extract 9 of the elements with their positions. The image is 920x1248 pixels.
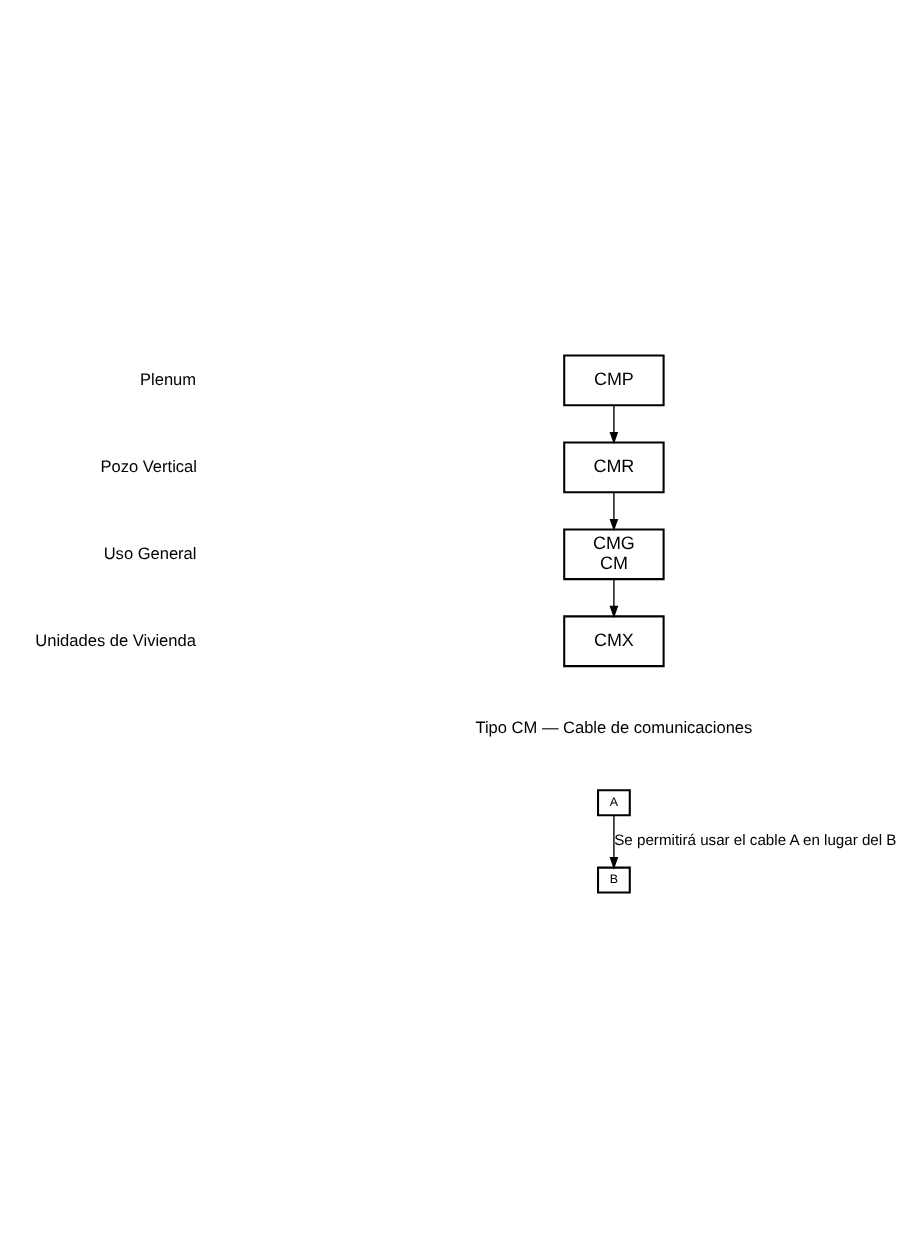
arrow [609,578,619,619]
node-box: CMR [563,441,665,494]
arrow [609,815,619,870]
edge-label: Se permitirá usar el cable A en lugar del B [614,831,897,850]
node-box: CMP [563,354,665,407]
node-box: CMG CM [563,528,665,581]
arrow [609,491,619,532]
node-box: CMX [563,615,665,668]
arrow [609,404,619,445]
